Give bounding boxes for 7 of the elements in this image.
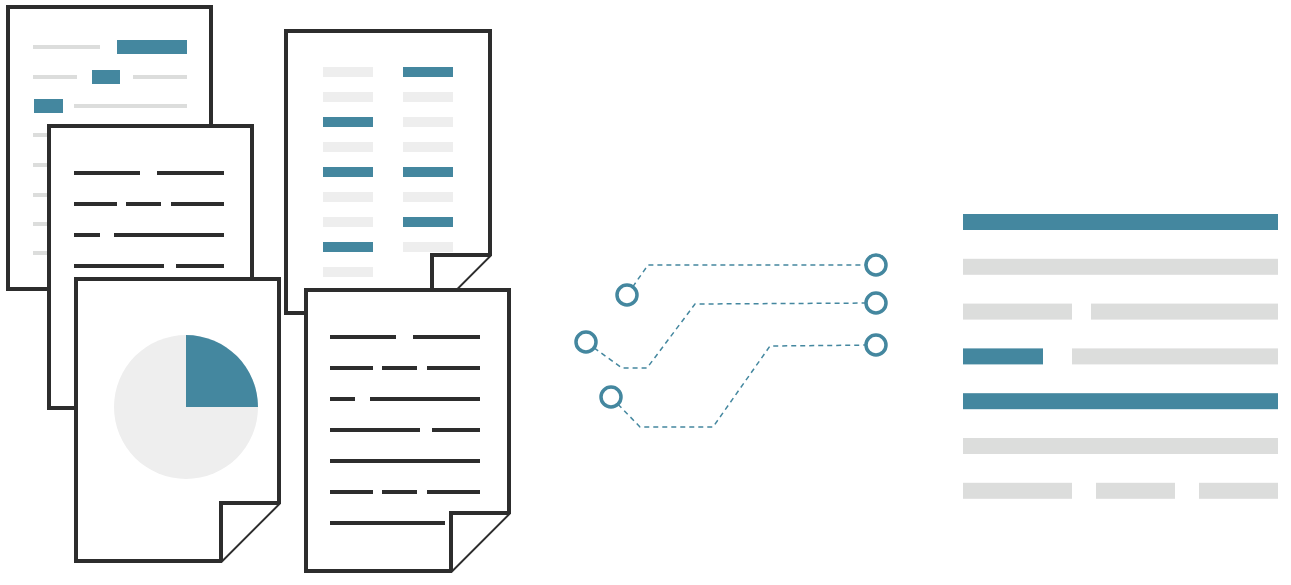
connector-node <box>599 385 623 409</box>
connector-node <box>615 283 639 307</box>
connector-node <box>864 291 888 315</box>
connector-node <box>574 330 598 354</box>
connector-node <box>864 333 888 357</box>
dashed-connector <box>617 344 867 428</box>
connector-node <box>864 253 888 277</box>
